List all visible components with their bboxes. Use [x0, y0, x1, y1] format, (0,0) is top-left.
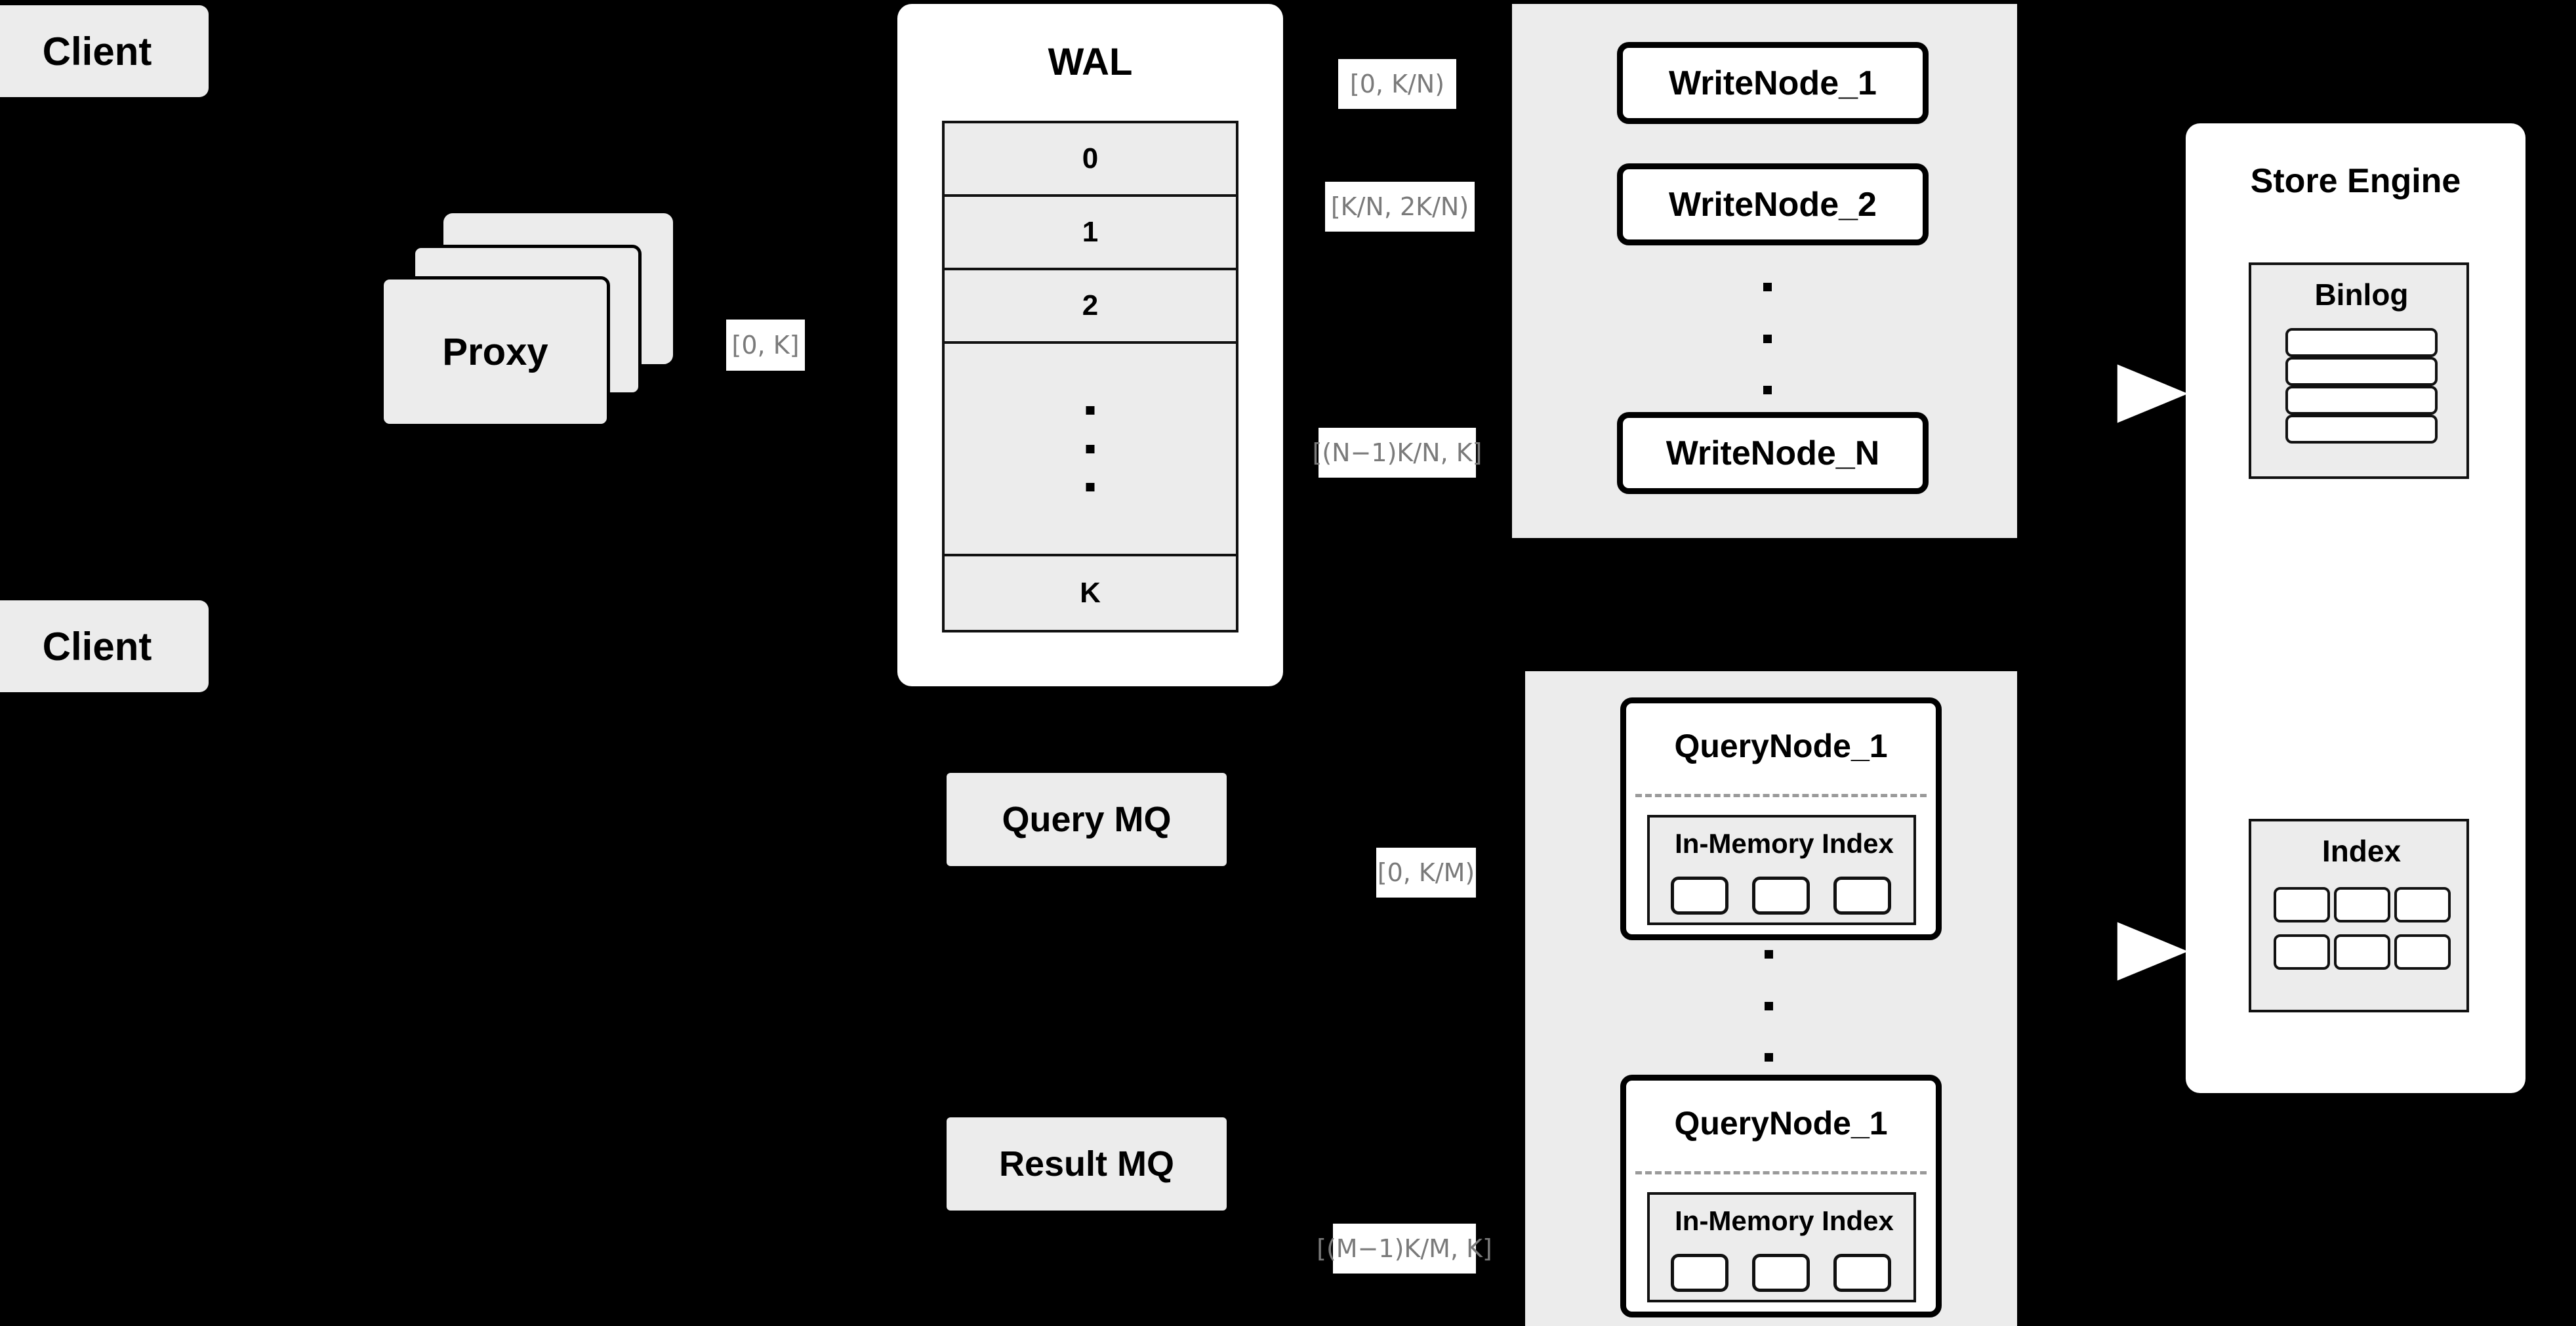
- result-mq-label: Result MQ: [998, 1144, 1175, 1184]
- query-cluster-vertical-ellipsis: [1765, 950, 1773, 1062]
- index-entry: [2334, 887, 2390, 922]
- binlog-box: Binlog: [2249, 262, 2469, 479]
- query-node-1[interactable]: QueryNode_1 In-Memory Index: [1620, 697, 1942, 940]
- query-mq-box[interactable]: Query MQ: [947, 773, 1227, 866]
- index-entry: [2274, 934, 2330, 970]
- binlog-entry: [2285, 357, 2438, 386]
- wal-row: 2: [945, 270, 1236, 344]
- wal-vertical-ellipsis: [1086, 406, 1095, 491]
- query-node-n[interactable]: QueryNode_1 In-Memory Index: [1620, 1075, 1942, 1317]
- write-node-label: WriteNode_2: [1669, 185, 1877, 224]
- index-entry: [2394, 934, 2451, 970]
- index-segment: [1671, 877, 1728, 915]
- wal-row: 1: [945, 197, 1236, 270]
- index-segment: [1833, 1254, 1891, 1292]
- write-node-label: WriteNode_1: [1669, 64, 1877, 102]
- query-node-divider: [1635, 794, 1927, 797]
- binlog-entry: [2285, 386, 2438, 415]
- proxy-card-front[interactable]: Proxy: [380, 276, 610, 427]
- wal-panel: WAL 0 1 2 K: [897, 4, 1283, 686]
- wal-row-ellipsis: [945, 344, 1236, 556]
- client-label: Client: [42, 624, 152, 669]
- edge-label-proxy-to-wal: [0, K]: [726, 320, 805, 371]
- index-segment: [1671, 1254, 1728, 1292]
- in-memory-index-label: In-Memory Index: [1675, 1205, 1894, 1236]
- result-mq-box[interactable]: Result MQ: [947, 1117, 1227, 1211]
- query-node-cluster: QueryNode_1 In-Memory Index QueryNode_1 …: [1525, 671, 2017, 1326]
- write-node-cluster: WriteNode_1 WriteNode_2 WriteNode_N: [1512, 4, 2017, 538]
- write-range-label-2: [K/N, 2K/N): [1325, 182, 1475, 232]
- wal-title: WAL: [1048, 41, 1133, 83]
- query-node-divider: [1635, 1171, 1927, 1174]
- client-label: Client: [42, 29, 152, 73]
- write-range-label-1: [0, K/N): [1338, 59, 1456, 109]
- in-memory-index-box: In-Memory Index: [1647, 1192, 1916, 1302]
- index-entry: [2394, 887, 2451, 922]
- binlog-entry: [2285, 415, 2438, 444]
- wal-row: 0: [945, 123, 1236, 197]
- wal-entry-list: 0 1 2 K: [942, 121, 1238, 632]
- write-range-label-n: [(N−1)K/N, K]: [1313, 428, 1482, 478]
- client-box-2[interactable]: Client: [0, 600, 209, 692]
- binlog-entry: [2285, 328, 2438, 357]
- index-segment: [1833, 877, 1891, 915]
- index-segment: [1752, 877, 1810, 915]
- store-engine-title: Store Engine: [2250, 162, 2461, 200]
- write-cluster-vertical-ellipsis: [1763, 283, 1772, 394]
- wal-row: K: [1080, 577, 1101, 609]
- query-node-label: QueryNode_1: [1674, 728, 1888, 764]
- write-node-n[interactable]: WriteNode_N: [1617, 412, 1929, 494]
- write-node-2[interactable]: WriteNode_2: [1617, 163, 1929, 245]
- query-node-label: QueryNode_1: [1674, 1105, 1888, 1142]
- index-title: Index: [2321, 834, 2402, 868]
- write-node-label: WriteNode_N: [1666, 434, 1880, 472]
- proxy-label: Proxy: [442, 330, 548, 373]
- index-entry: [2334, 934, 2390, 970]
- write-node-1[interactable]: WriteNode_1: [1617, 42, 1929, 124]
- in-memory-index-box: In-Memory Index: [1647, 815, 1916, 925]
- index-segment: [1752, 1254, 1810, 1292]
- query-mq-label: Query MQ: [1002, 800, 1172, 839]
- query-range-label-1: [0, K/M): [1376, 848, 1476, 898]
- query-range-label-m: [(M−1)K/M, K]: [1317, 1224, 1492, 1274]
- proxy-stack[interactable]: Proxy: [380, 213, 676, 430]
- index-entry: [2274, 887, 2330, 922]
- binlog-title: Binlog: [2314, 278, 2409, 312]
- index-box: Index: [2249, 819, 2469, 1012]
- store-engine-panel: Store Engine Binlog Index: [2186, 123, 2525, 1093]
- in-memory-index-label: In-Memory Index: [1675, 828, 1894, 859]
- client-box-1[interactable]: Client: [0, 5, 209, 97]
